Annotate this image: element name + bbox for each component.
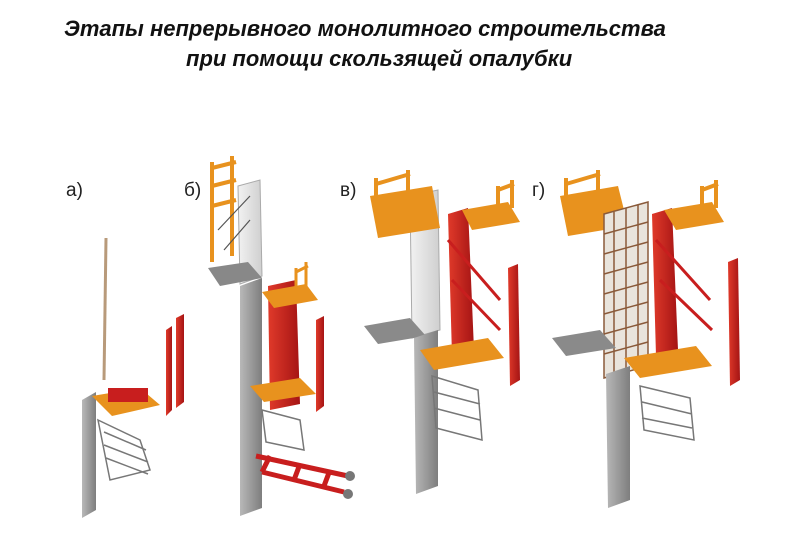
stage-b-formwork [268,280,300,410]
stage-b-braces [217,195,251,251]
stage-a-formwork-panel [166,326,172,416]
stage-a-concrete-wall [82,392,96,518]
stage-label-v: в) [340,180,357,201]
stage-a-hanging-scaffold [96,418,151,481]
stage-v-hanging-scaffold [431,374,483,441]
stage-b-top-rail [294,262,309,290]
stage-a-yoke [108,388,148,402]
stage-g-work-platform [624,346,712,378]
stage-g-hanging-scaffold [639,385,695,441]
stage-b-upper-wall [237,179,263,285]
stage-a-guide-rod [102,237,108,381]
stage-b-hanging-scaffold [261,408,305,451]
stage-b-ladder-frame [255,453,349,495]
stage-b-wheel-2 [343,489,353,499]
stage-label-a: а) [66,180,83,201]
stage-b-upper-rail [210,156,237,262]
stage-g-illustration [552,170,740,508]
stage-v-left-deck [370,186,440,238]
stage-b-illustration [208,156,355,516]
stage-b-upper-deck [208,262,262,286]
stage-v-outer-panel [508,264,520,386]
stage-v-right-rail [496,180,515,214]
stage-a-illustration [82,237,184,518]
title-line-1: Этапы непрерывного монолитного строитель… [64,16,666,41]
stage-g-right-deck [664,202,724,230]
stage-v-illustration [364,170,520,494]
stage-v-gray-deck [364,318,426,344]
stage-v-left-rail [374,170,411,216]
stage-b-work-platform [250,378,316,402]
stage-v-work-platform [420,338,504,370]
stage-label-b: б) [184,180,202,201]
stage-g-rebar-grid [603,201,649,379]
stage-g-gray-deck [552,330,616,356]
stage-g-braces [654,238,714,332]
stage-g-concrete-wall [606,366,630,508]
stage-label-g: г) [532,180,546,201]
stage-b-outer-panel [316,316,324,412]
stage-b-wheel-1 [345,471,355,481]
stage-g-right-rail [700,180,719,214]
title-line-2: при помощи скользящей опалубки [186,46,573,71]
stage-v-concrete-wall [414,330,438,494]
stage-v-braces [446,239,502,332]
stage-b-concrete-wall [240,278,262,516]
stage-b-top-platform [262,284,318,308]
stage-v-formwork [448,208,474,356]
stage-g-formwork [652,208,678,356]
stage-g-outer-panel [728,258,740,386]
stage-a-formwork-panel-2 [176,314,184,408]
stage-v-right-deck [462,202,520,230]
stage-g-left-rail [564,170,601,216]
